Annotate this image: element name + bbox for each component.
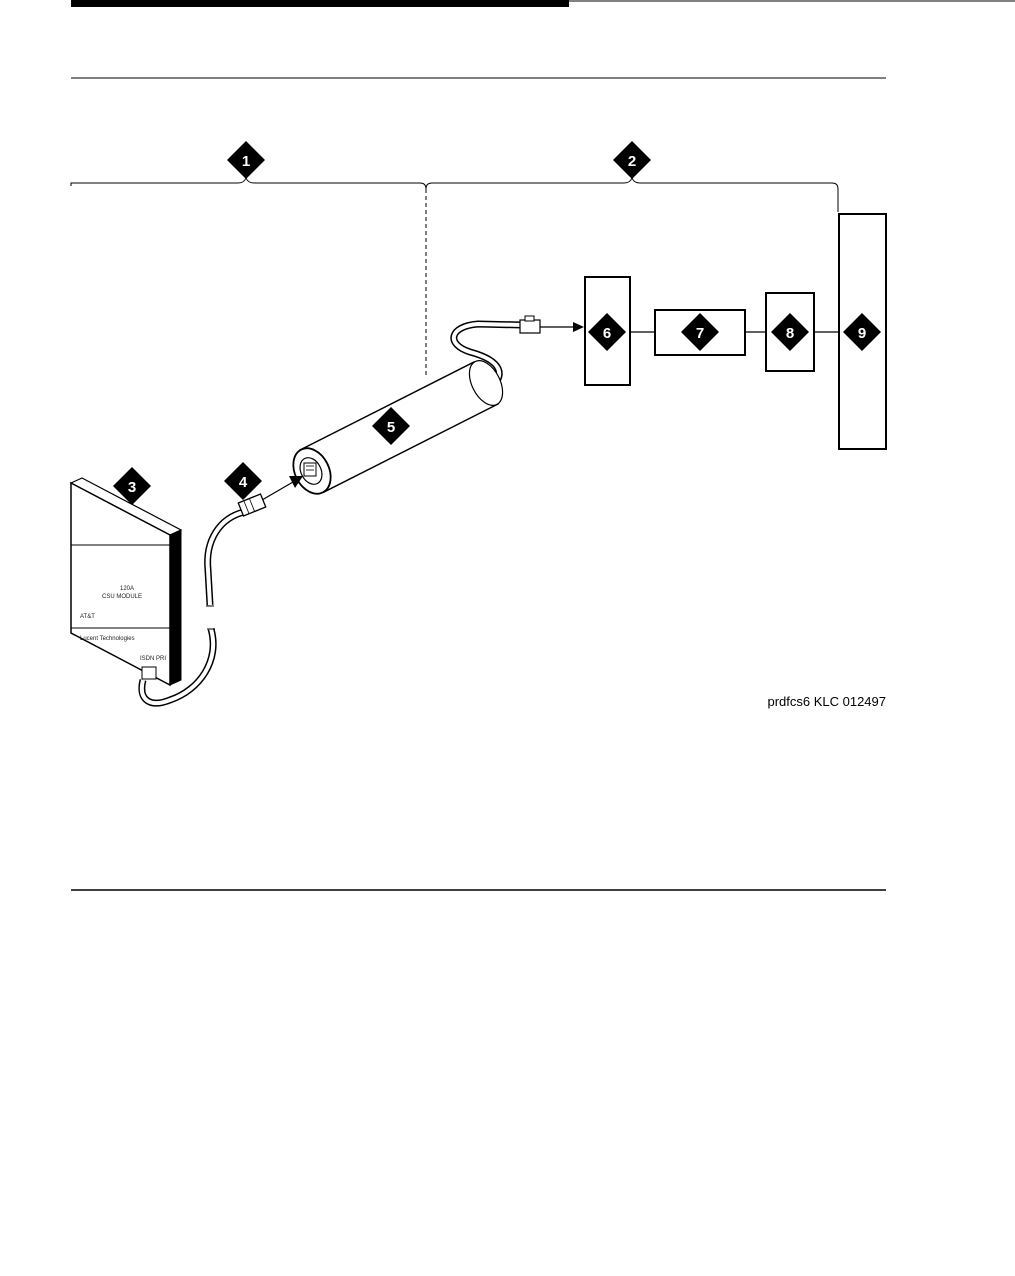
callout-6-label: 6 (603, 325, 611, 342)
callout-1-label: 1 (242, 153, 250, 170)
module-label-line2: CSU MODULE (102, 594, 142, 600)
callout-7: 7 (681, 313, 719, 351)
rj-plug-item-4 (237, 493, 267, 517)
module-brand: AT&T (80, 614, 95, 620)
callout-1: 1 (227, 141, 265, 179)
cable-item-4-upper (204, 508, 246, 606)
callout-9: 9 (843, 313, 881, 351)
csu-module: 120A CSU MODULE AT&T Lucent Technologies… (69, 477, 183, 687)
module-small-right: ISDN PRI (140, 656, 166, 662)
arrow-head-adapter (289, 476, 303, 488)
callout-5: 5 (372, 407, 410, 445)
rj-plug-network (519, 319, 541, 334)
arrow-head-6 (573, 322, 584, 332)
callout-3: 3 (113, 467, 151, 505)
header-bar (71, 0, 569, 7)
brace-section-1 (70, 176, 427, 190)
callout-9-label: 9 (858, 325, 866, 342)
callout-7-label: 7 (696, 325, 704, 342)
callout-4-label: 4 (239, 474, 248, 491)
callout-8: 8 (771, 313, 809, 351)
brace-section-2 (425, 176, 839, 212)
callout-3-label: 3 (128, 479, 136, 496)
figure-credit: prdfcs6 KLC 012497 (767, 694, 886, 709)
callout-6: 6 (588, 313, 626, 351)
arrow-to-adapter (261, 481, 294, 501)
cable-item-4-lower-core (139, 628, 216, 706)
cable-item-4-upper-core (205, 510, 245, 606)
callout-2-label: 2 (628, 153, 636, 170)
callout-4: 4 (224, 462, 262, 500)
callout-5-label: 5 (387, 419, 395, 436)
module-label-line1: 120A (120, 586, 134, 592)
callout-2: 2 (613, 141, 651, 179)
module-maker: Lucent Technologies (80, 636, 135, 642)
callout-8-label: 8 (786, 325, 794, 342)
rj-plug-network-tab (524, 315, 535, 322)
